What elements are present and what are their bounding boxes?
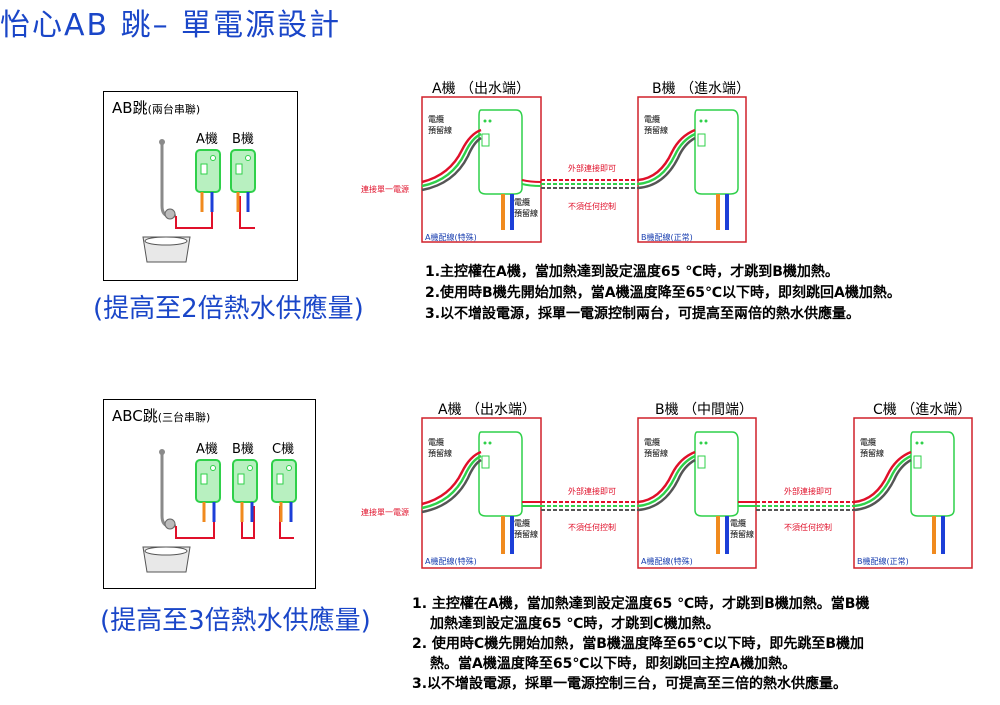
abc-frame-label: ABC跳(三台串聯) (112, 407, 211, 425)
ab-mini-pipes (175, 192, 255, 229)
abc-shower-sketch (142, 449, 191, 573)
abc-mini-heater-b (232, 459, 258, 503)
ab-note-2: 2.使用時B機先開始加熱，當A機溫度降至65℃以下時，即刻跳回A機加熱。 (425, 285, 901, 301)
ab-cable-label-b: 電纜預留線 (644, 115, 668, 135)
abc-cable-label-mid-a: 電纜預留線 (514, 519, 538, 539)
ab-caption: (提高至2倍熱水供應量) (93, 294, 364, 324)
abc-note-2-cont: 熱。當A機溫度降至65℃以下時，即刻跳回主控A機加熱。 (430, 656, 797, 672)
ab-mini-heater-a (195, 149, 221, 193)
ab-unit-label-a: A機 (196, 132, 218, 147)
ab-wiring-diagram (421, 96, 747, 243)
ab-note-3: 3.以不增設電源，採單一電源控制兩台，可提高至兩倍的熱水供應量。 (425, 306, 861, 322)
abc-wiring-label-b: A機配線(特殊) (641, 557, 693, 566)
ab-box-a (421, 96, 542, 243)
abc-note-1-cont: 加熱達到設定溫度65 ℃時，才跳到C機加熱。 (430, 616, 720, 632)
ab-note-1: 1.主控權在A機，當加熱達到設定溫度65 ℃時，才跳到B機加熱。 (425, 264, 839, 280)
ab-no-control-label: 不須任何控制 (568, 202, 616, 211)
abc-head-a: A機 （出水端） (438, 402, 537, 418)
abc-unit-label-a: A機 (196, 442, 218, 457)
ab-cable-label-mid: 電纜預留線 (514, 198, 538, 218)
abc-head-c: C機 （進水端） (873, 402, 972, 418)
abc-cable-label-c: 電纜預留線 (860, 438, 884, 458)
abc-cable-label-b: 電纜預留線 (644, 438, 668, 458)
abc-box-a (421, 417, 542, 569)
abc-wiring-diagram (421, 417, 973, 569)
abc-head-b: B機 （中間端） (655, 402, 754, 418)
abc-mini-heater-a (195, 459, 221, 503)
abc-note-3: 3.以不增設電源，採單一電源控制三台，可提高至三倍的熱水供應量。 (412, 676, 848, 692)
abc-mini-pipes (175, 502, 294, 539)
ab-shower-sketch (142, 139, 191, 263)
abc-note-2: 2. 使用時C機先開始加熱，當B機溫度降至65℃以下時，即先跳至B機加 (412, 636, 864, 652)
abc-box-c (853, 417, 973, 569)
abc-wiring-label-a: A機配線(特殊) (425, 557, 477, 566)
abc-mini-heater-c (271, 459, 297, 503)
abc-external-label-1: 外部連接即可 (568, 487, 616, 496)
ab-mini-heater-b (230, 149, 256, 193)
abc-no-control-label-2: 不須任何控制 (784, 523, 832, 532)
abc-no-control-label-1: 不須任何控制 (568, 523, 616, 532)
ab-power-label: 連接單一電源 (361, 185, 409, 194)
ab-head-b: B機 （進水端） (652, 81, 751, 97)
abc-power-label: 連接單一電源 (361, 508, 409, 517)
abc-wiring-label-c: B機配線(正常) (857, 557, 909, 566)
ab-frame-label: AB跳(兩台串聯) (112, 99, 201, 117)
abc-box-b (637, 417, 757, 569)
ab-external-label: 外部連接即可 (568, 164, 616, 173)
abc-external-label-2: 外部連接即可 (784, 487, 832, 496)
abc-unit-label-b: B機 (232, 442, 254, 457)
ab-cable-label-a: 電纜預留線 (428, 115, 452, 135)
ab-head-a: A機 （出水端） (432, 81, 531, 97)
ab-box-b (637, 96, 747, 243)
page-title: 怡心AB 跳– 單電源設計 (0, 8, 342, 43)
abc-caption: (提高至3倍熱水供應量) (100, 606, 371, 636)
ab-unit-label-b: B機 (232, 132, 254, 147)
abc-note-1: 1. 主控權在A機，當加熱達到設定溫度65 ℃時，才跳到B機加熱。當B機 (412, 596, 870, 612)
ab-wiring-label-a: A機配線(特殊) (425, 233, 477, 242)
abc-cable-label-mid-b: 電纜預留線 (730, 519, 754, 539)
abc-cable-label-a: 電纜預留線 (428, 438, 452, 458)
abc-unit-label-c: C機 (272, 442, 295, 457)
ab-wiring-label-b: B機配線(正常) (641, 233, 693, 242)
